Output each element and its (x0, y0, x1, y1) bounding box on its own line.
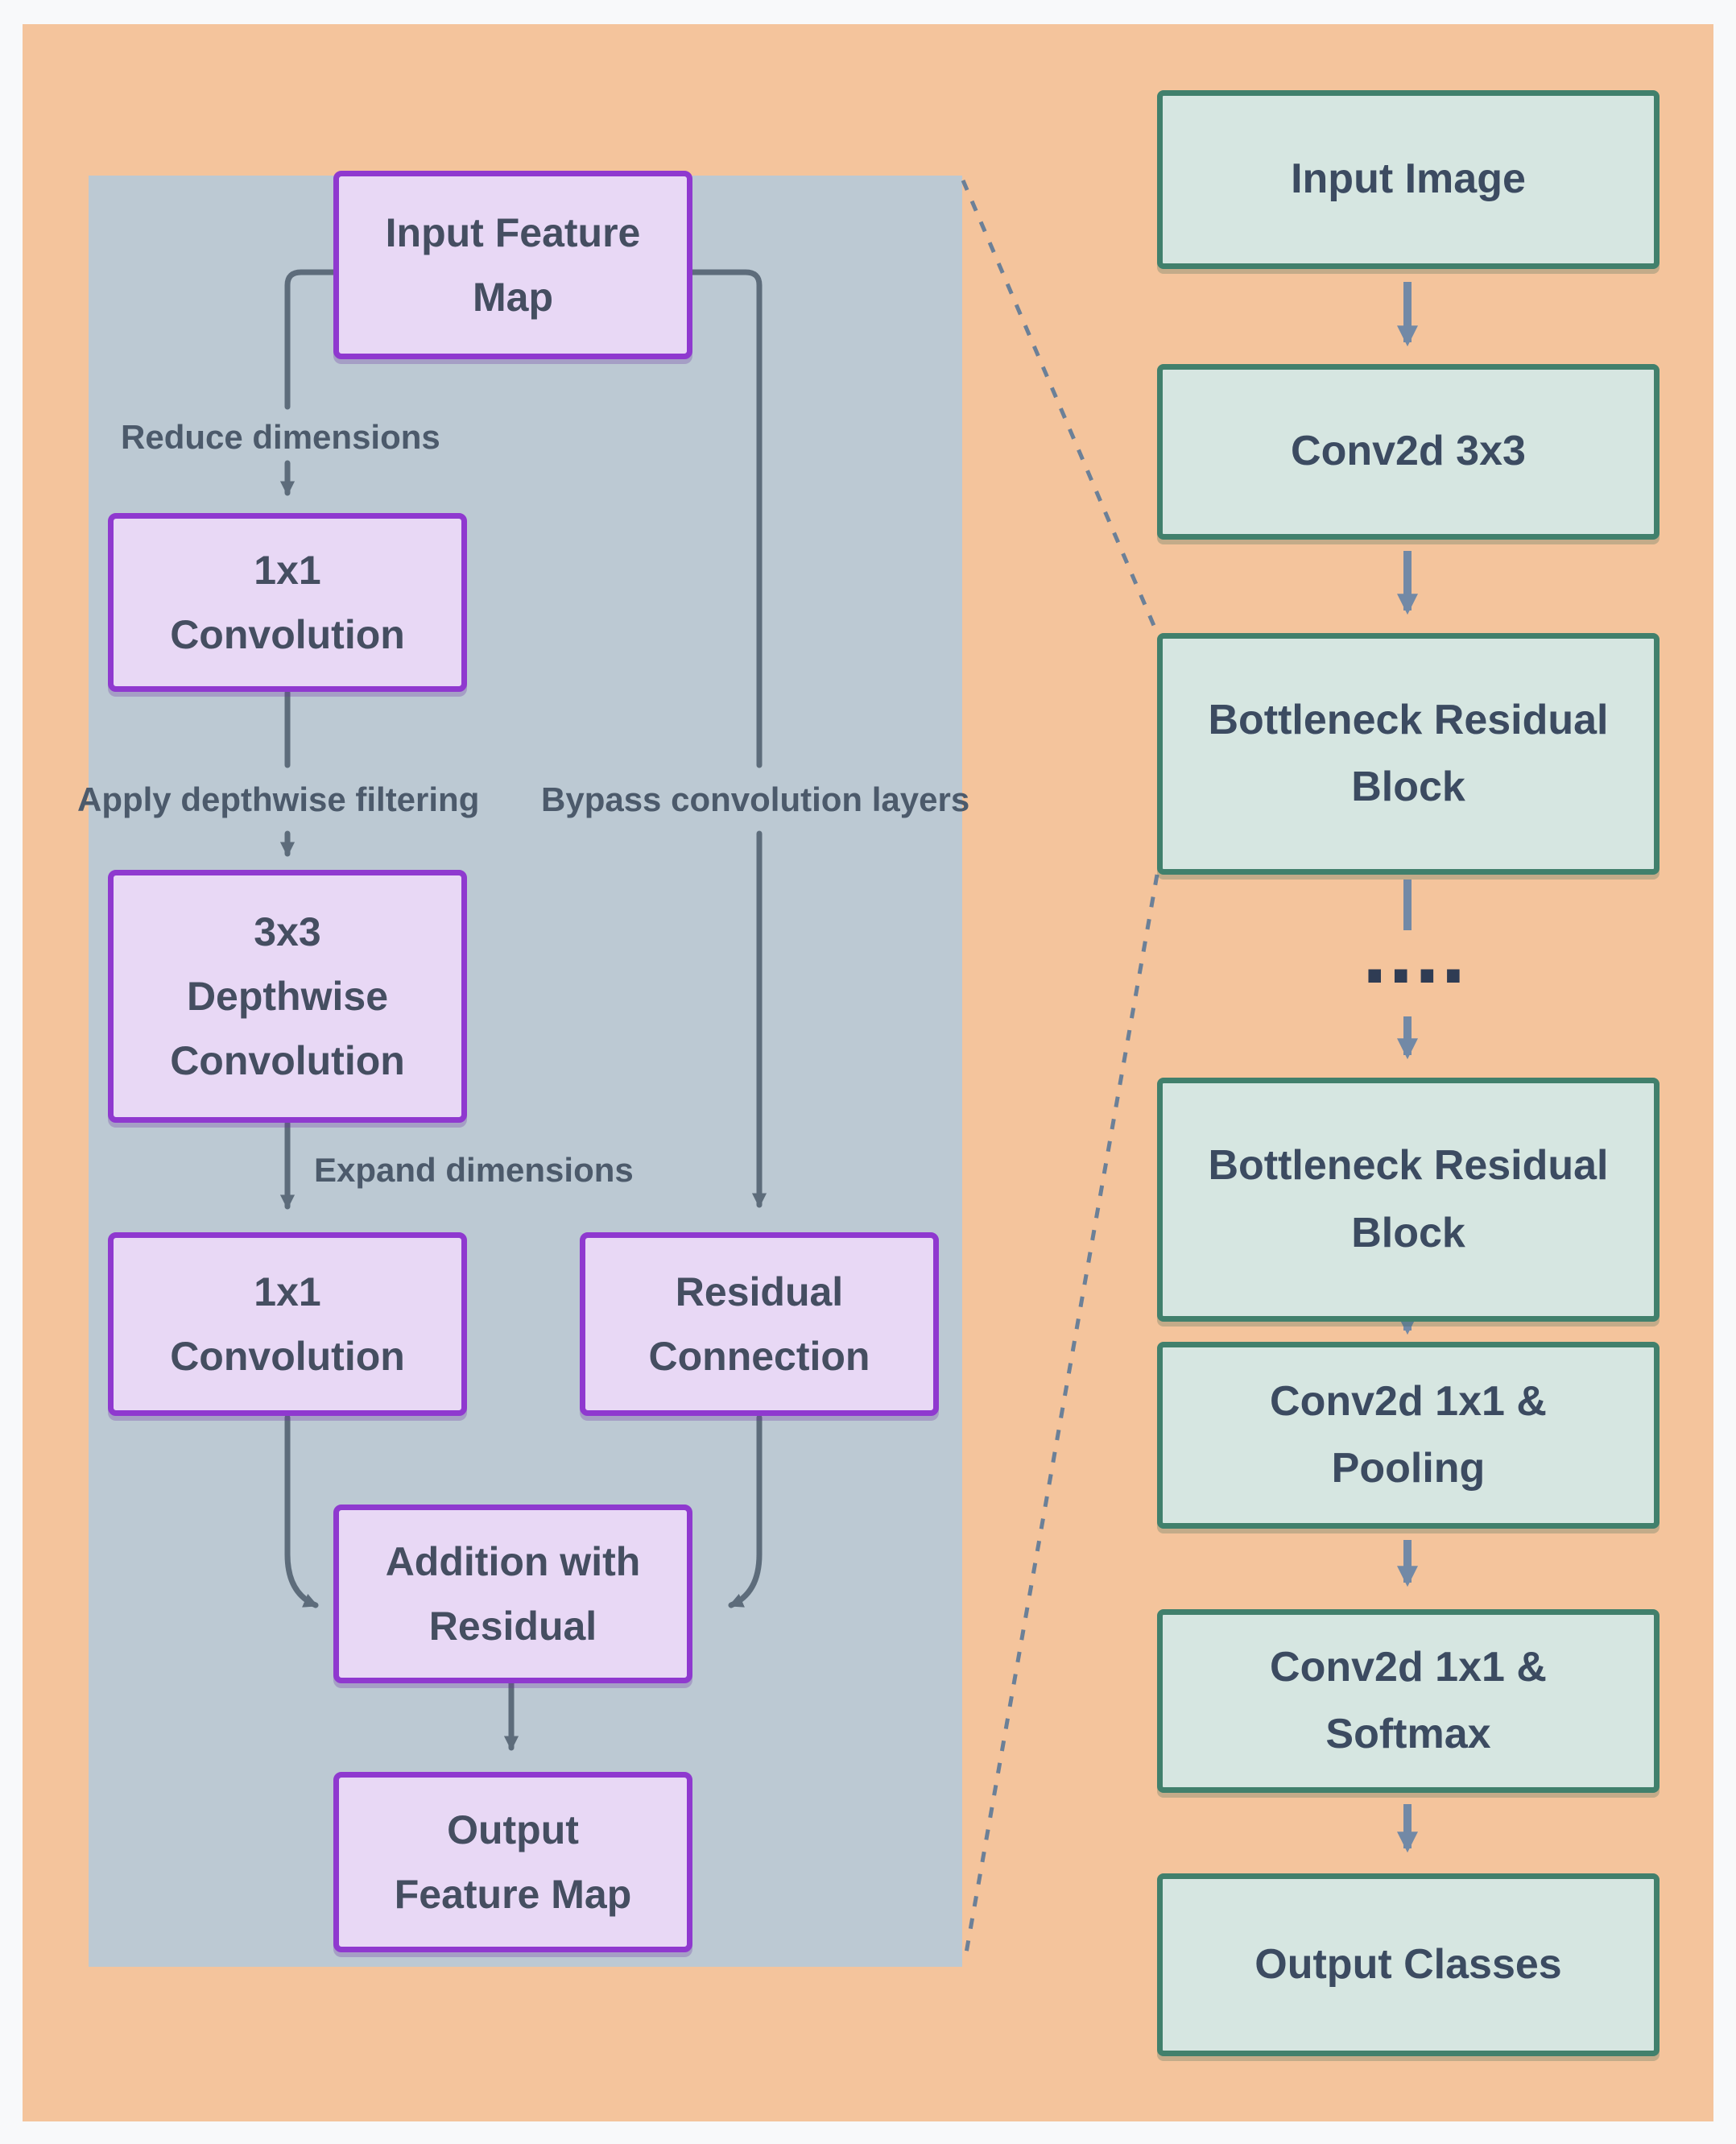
node-output-feature-map: Output Feature Map (333, 1772, 692, 1952)
node-depthwise-convolution: 3x3 Depthwise Convolution (108, 870, 467, 1123)
node-conv2d-1x1-pooling: Conv2d 1x1 & Pooling (1157, 1342, 1660, 1529)
ellipsis-dots: .... (1362, 903, 1468, 1002)
node-bottleneck-residual-block-1: Bottleneck Residual Block (1157, 633, 1660, 875)
label-apply-depthwise-filtering: Apply depthwise filtering (77, 780, 480, 818)
node-bottleneck-residual-block-2: Bottleneck Residual Block (1157, 1078, 1660, 1322)
node-addition-with-residual: Addition with Residual (333, 1505, 692, 1683)
node-conv2d-1x1-softmax: Conv2d 1x1 & Softmax (1157, 1609, 1660, 1793)
node-conv2d-3x3: Conv2d 3x3 (1157, 364, 1660, 540)
node-output-classes: Output Classes (1157, 1873, 1660, 2056)
node-conv1x1-expand: 1x1 Convolution (108, 1232, 467, 1416)
label-bypass-convolution-layers: Bypass convolution layers (541, 780, 970, 818)
label-expand-dimensions: Expand dimensions (314, 1151, 634, 1189)
node-input-feature-map: Input Feature Map (333, 171, 692, 359)
node-residual-connection: Residual Connection (580, 1232, 939, 1416)
node-conv1x1-reduce: 1x1 Convolution (108, 513, 467, 692)
node-input-image: Input Image (1157, 90, 1660, 269)
label-reduce-dimensions: Reduce dimensions (121, 418, 440, 456)
